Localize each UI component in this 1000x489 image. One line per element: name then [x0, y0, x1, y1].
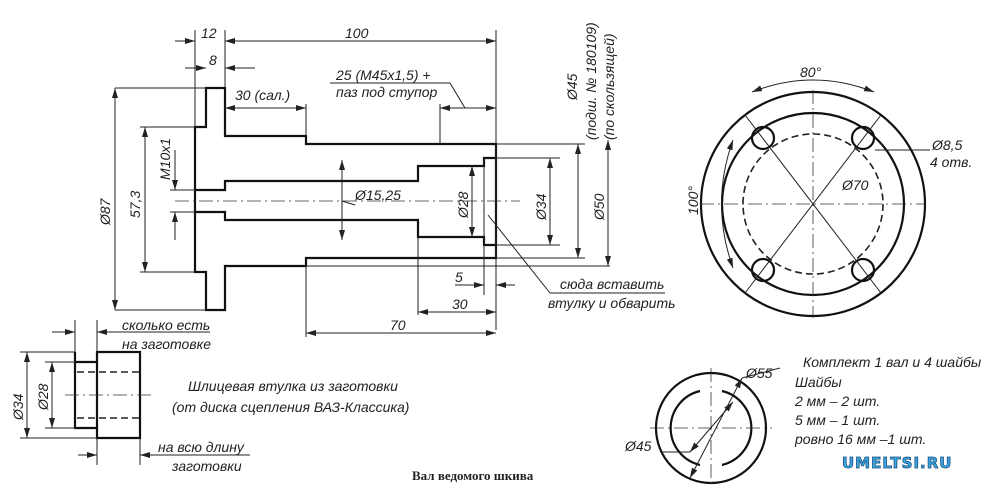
washer-dim-55: Ø55 — [745, 365, 773, 381]
kit-line-3: 2 мм – 2 шт. — [794, 393, 880, 409]
washer-dim-45: Ø45 — [624, 438, 652, 454]
sleeve-bottom-note-1: на всю длину — [158, 439, 245, 455]
sleeve-view: сколько есть на заготовке Ø34 Ø28 Шлицев… — [10, 317, 409, 474]
angle-100: 100° — [685, 186, 701, 215]
dim-5: 5 — [455, 269, 463, 285]
thread-m10: М10х1 — [157, 138, 173, 180]
thread-note-2: паз под ступор — [336, 84, 438, 100]
dim-28: Ø28 — [455, 191, 471, 219]
weld-note-1: сюда вставить — [560, 276, 664, 292]
kit-line-2: Шайбы — [795, 374, 842, 390]
sleeve-top-note-2: на заготовке — [122, 336, 211, 352]
bearing-note-2: (по скользящей) — [601, 33, 617, 140]
thread-note-1: 25 (М45х1,5) + — [335, 67, 431, 83]
kit-note: Комплект 1 вал и 4 шайбы Шайбы 2 мм – 2 … — [794, 354, 982, 447]
dim-100: 100 — [345, 25, 369, 41]
angle-80: 80° — [800, 64, 822, 80]
dim-15-25: Ø15,25 — [354, 187, 401, 203]
sleeve-dim-28: Ø28 — [35, 383, 51, 411]
washer-view: Ø55 Ø45 — [624, 365, 781, 488]
kit-line-5: ровно 16 мм –1 шт. — [794, 431, 926, 447]
dim-12: 12 — [201, 25, 217, 41]
dim-8: 8 — [209, 52, 217, 68]
dim-50: Ø50 — [591, 193, 607, 221]
holes-count: 4 отв. — [930, 154, 972, 170]
dim-70: 70 — [390, 317, 406, 333]
dim-45: Ø45 — [564, 73, 580, 101]
site-logo: UMELTSI.RU — [842, 454, 952, 472]
drawing-title: Вал ведомого шкива — [412, 468, 534, 483]
weld-note-2: втулку и обварить — [548, 295, 675, 311]
flange-view: 80° 100° Ø8,5 4 отв. Ø70 — [685, 64, 972, 318]
kit-line-4: 5 мм – 1 шт. — [795, 412, 880, 428]
kit-line-1: Комплект 1 вал и 4 шайбы — [803, 354, 982, 370]
sleeve-dim-34: Ø34 — [10, 393, 26, 421]
sleeve-desc-1: Шлицевая втулка из заготовки — [188, 378, 398, 394]
dim-30: 30 — [452, 296, 468, 312]
dim-34: Ø34 — [533, 193, 549, 221]
pcd-70: Ø70 — [841, 177, 869, 193]
shaft-dimensions — [112, 30, 665, 337]
holes-diameter: Ø8,5 — [931, 137, 963, 153]
dim-57-3: 57,3 — [127, 191, 143, 218]
dim-30-seal: 30 (сал.) — [235, 87, 290, 103]
bearing-note-1: (подш. № 180109) — [583, 22, 599, 140]
sleeve-bottom-note-2: заготовки — [171, 458, 242, 474]
dim-87: Ø87 — [97, 197, 113, 226]
sleeve-top-note-1: сколько есть — [122, 317, 210, 333]
sleeve-desc-2: (от диска сцепления ВАЗ-Классика) — [172, 399, 409, 415]
shaft-labels: 12 100 8 30 (сал.) 25 (М45х1,5) + паз по… — [97, 22, 675, 333]
